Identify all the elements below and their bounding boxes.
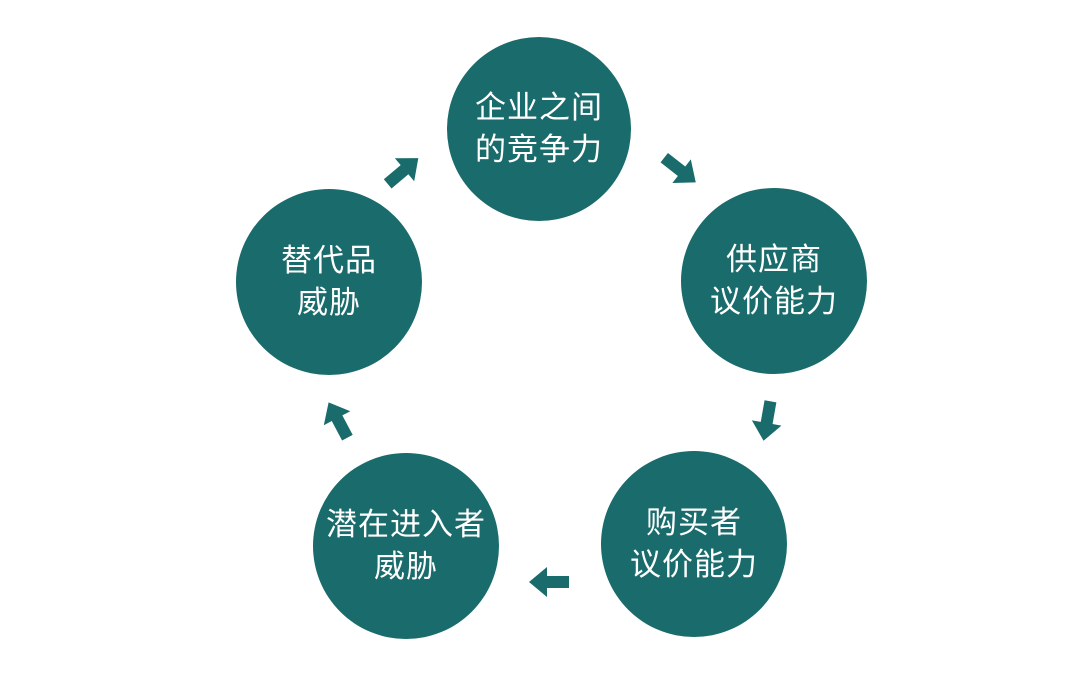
node-label-line1: 供应商 [726, 242, 822, 278]
node-new-entrants-threat: 潜在进入者 威胁 [313, 453, 499, 639]
node-label-line2: 议价能力 [630, 547, 758, 583]
node-label-line1: 潜在进入者 [326, 507, 486, 543]
arrow-right-icon [375, 144, 431, 198]
node-buyer-power: 购买者 议价能力 [601, 451, 787, 637]
node-label-line2: 威胁 [297, 285, 361, 321]
arrow-right-icon [527, 565, 571, 599]
node-label-line2: 议价能力 [710, 284, 838, 320]
node-substitutes-threat: 替代品 威胁 [236, 189, 422, 375]
arrow-shape [529, 567, 569, 597]
arrow-shape [660, 152, 696, 184]
arrow-shape [751, 400, 782, 441]
arrow-right-icon [313, 393, 364, 448]
node-competition: 企业之间 的竞争力 [447, 37, 631, 221]
arrow-right-icon [652, 143, 708, 197]
node-label-line2: 威胁 [374, 549, 438, 585]
node-label-line2: 的竞争力 [475, 132, 603, 168]
node-label-line1: 替代品 [281, 243, 377, 279]
arrow-shape [323, 402, 353, 441]
node-label-line1: 购买者 [646, 505, 742, 541]
arrow-shape [383, 158, 419, 189]
node-label-line1: 企业之间 [475, 90, 603, 126]
arrow-right-icon [746, 396, 787, 445]
node-supplier-power: 供应商 议价能力 [681, 188, 867, 374]
